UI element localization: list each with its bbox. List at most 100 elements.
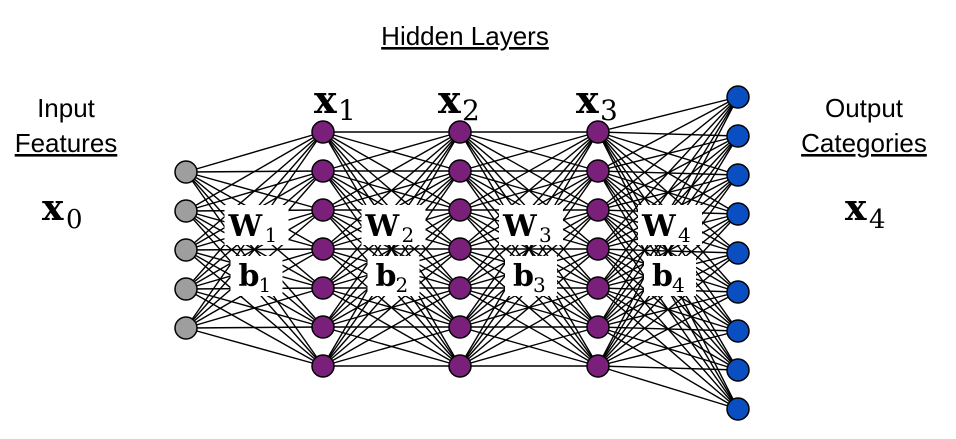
edge-layer-3-to-4 <box>597 365 739 410</box>
weight-label-background <box>224 205 289 245</box>
svg-text:x: x <box>845 187 867 229</box>
weight-subscript: 2 <box>402 223 415 247</box>
hidden-layers-title: Hidden Layers <box>381 21 549 51</box>
bias-subscript: 3 <box>533 273 546 297</box>
weight-label-background <box>499 205 563 245</box>
output-node <box>726 280 750 304</box>
edge-layer-3-to-4 <box>597 96 739 250</box>
hidden-3-node <box>586 120 610 144</box>
input-node <box>174 199 198 223</box>
output-node <box>726 124 750 148</box>
layer-3-variable-label: x 3 <box>576 77 618 127</box>
hidden-1-node <box>311 159 335 183</box>
svg-text:1: 1 <box>338 94 356 127</box>
output-node <box>726 202 750 226</box>
edge-layer-0-to-1 <box>185 327 324 367</box>
edge-layer-3-to-4 <box>597 330 739 367</box>
edge-layer-1-to-2 <box>322 131 461 172</box>
edge-layer-1-to-2 <box>322 248 461 367</box>
hidden-1-node <box>311 120 335 144</box>
bias-label: b <box>376 259 397 294</box>
output-node <box>726 397 750 421</box>
edge-layer-0-to-1 <box>185 326 324 329</box>
weight-label: W <box>365 209 401 244</box>
svg-text:4: 4 <box>869 205 886 235</box>
layer-1-variable-label: x 1 <box>314 77 356 127</box>
edge-layer-1-to-2 <box>322 326 461 367</box>
output-label: Output <box>825 93 904 123</box>
weight-label: W <box>228 209 264 244</box>
edge-layer-0-to-1 <box>185 131 324 251</box>
bias-label: b <box>239 259 260 294</box>
input-variable-label: x 0 <box>42 187 83 235</box>
bias-label-background <box>505 256 557 296</box>
svg-text:0: 0 <box>66 205 83 235</box>
edge-layer-2-to-3 <box>459 131 599 367</box>
hidden-2-node <box>448 198 472 222</box>
svg-text:x: x <box>314 77 337 122</box>
hidden-1-node <box>311 237 335 261</box>
weight-subscript: 3 <box>539 223 552 247</box>
edge-layer-3-to-4 <box>597 135 739 367</box>
edge-layer-2-to-3 <box>459 287 599 367</box>
edge-layer-2-to-3 <box>459 131 599 211</box>
edge-layer-1-to-2 <box>322 131 461 211</box>
weight-label: W <box>502 209 538 244</box>
edge-layer-2-to-3 <box>459 326 599 367</box>
weight-label-background <box>361 205 426 245</box>
bias-subscript: 2 <box>396 273 409 297</box>
svg-text:x: x <box>42 187 64 229</box>
weight-subscript: 1 <box>265 223 278 247</box>
features-label: Features <box>15 128 118 158</box>
hidden-3-node <box>586 315 610 339</box>
edge-layer-1-to-2 <box>322 287 461 367</box>
svg-text:3: 3 <box>600 94 618 127</box>
edge-layer-3-to-4 <box>597 96 739 211</box>
edge-layer-3-to-4 <box>597 96 739 289</box>
output-variable-label: x 4 <box>845 187 886 235</box>
svg-text:x: x <box>438 77 461 122</box>
svg-text:x: x <box>576 77 599 122</box>
bias-label: b <box>652 259 673 294</box>
edge-layer-0-to-1 <box>185 170 324 329</box>
output-node <box>726 85 750 109</box>
hidden-2-node <box>448 237 472 261</box>
network-nodes <box>174 85 750 421</box>
edge-layer-3-to-4 <box>597 365 739 371</box>
hidden-3-node <box>586 159 610 183</box>
edge-layer-2-to-3 <box>459 131 599 172</box>
edge-layer-3-to-4 <box>597 252 739 367</box>
output-node <box>726 358 750 382</box>
bias-subscript: 4 <box>672 273 685 297</box>
output-node <box>726 319 750 343</box>
edge-layer-1-to-2 <box>322 131 461 250</box>
edge-layer-2-to-3 <box>459 131 599 250</box>
edge-layer-3-to-4 <box>597 291 739 367</box>
hidden-3-node <box>586 198 610 222</box>
output-node <box>726 241 750 265</box>
categories-label: Categories <box>801 128 927 158</box>
hidden-2-node <box>448 120 472 144</box>
hidden-1-node <box>311 354 335 378</box>
hidden-1-node <box>311 315 335 339</box>
hidden-3-node <box>586 237 610 261</box>
edge-layer-3-to-4 <box>597 96 739 172</box>
edge-layer-2-to-3 <box>459 248 599 367</box>
bias-label-background <box>644 256 696 296</box>
input-node <box>174 316 198 340</box>
layer-2-variable-label: x 2 <box>438 77 480 127</box>
bias-label-background <box>367 256 420 296</box>
edge-layer-0-to-1 <box>185 131 324 173</box>
weight-label-background <box>638 205 702 245</box>
hidden-1-node <box>311 276 335 300</box>
input-node <box>174 277 198 301</box>
edge-layer-0-to-1 <box>185 131 324 212</box>
edge-layer-3-to-4 <box>597 96 739 133</box>
bias-subscript: 1 <box>259 273 272 297</box>
bias-label-background <box>230 256 283 296</box>
